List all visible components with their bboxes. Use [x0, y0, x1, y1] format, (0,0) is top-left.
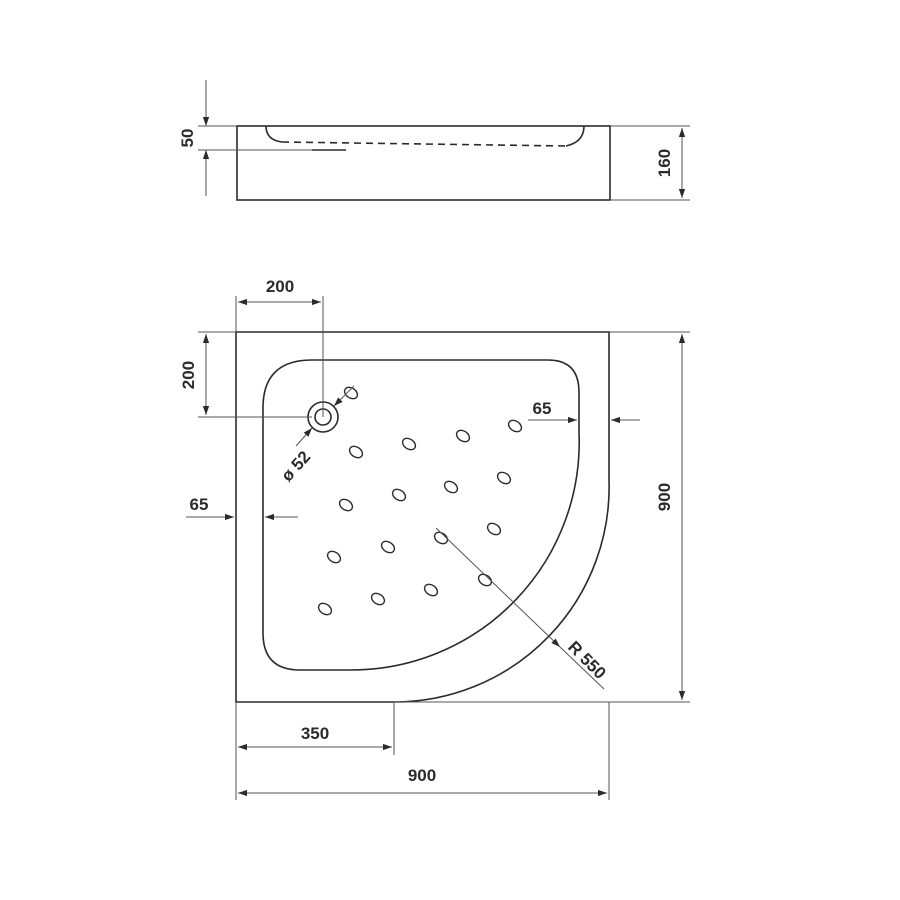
dimension-depth-50: 50: [178, 80, 312, 196]
anti-slip-dot: [486, 522, 502, 536]
drain-offset-x-label: 200: [266, 277, 294, 296]
basin-outline: [262, 359, 581, 671]
side-view-body: [236, 125, 611, 201]
drain-offset-y-label: 200: [179, 361, 198, 389]
dimension-drain-y: 200: [179, 331, 312, 418]
side-height-label: 160: [655, 149, 674, 177]
anti-slip-dot: [455, 429, 471, 443]
anti-slip-dot: [326, 550, 342, 564]
dimension-straight-edge: 350: [235, 702, 395, 755]
dimension-height-160: 160: [610, 125, 690, 201]
anti-slip-dot: [338, 498, 354, 512]
dimension-rim-left: 65: [186, 495, 298, 521]
anti-slip-dots: [317, 386, 523, 616]
dimension-radius: R 550: [435, 527, 610, 690]
anti-slip-dot: [496, 471, 512, 485]
side-view-basin-right: [565, 125, 585, 147]
anti-slip-dot: [401, 437, 417, 451]
anti-slip-dot: [348, 445, 364, 459]
dimension-width: 900: [235, 702, 610, 800]
dimension-drain-diameter: ø 52: [277, 385, 355, 485]
side-view-basin-left: [265, 125, 283, 143]
side-view-basin-floor: [281, 141, 567, 147]
anti-slip-dot: [443, 480, 459, 494]
radius-label: R 550: [564, 637, 610, 683]
anti-slip-dot: [433, 531, 449, 545]
dimension-rim-right: 65: [528, 399, 640, 424]
anti-slip-dot: [391, 488, 407, 502]
side-depth-label: 50: [178, 129, 197, 148]
rim-right-label: 65: [533, 399, 552, 418]
depth-label: 900: [655, 483, 674, 511]
anti-slip-dot: [477, 573, 493, 587]
rim-left-label: 65: [190, 495, 209, 514]
anti-slip-dot: [380, 540, 396, 554]
width-label: 900: [408, 766, 436, 785]
anti-slip-dot: [370, 592, 386, 606]
anti-slip-dot: [423, 583, 439, 597]
drain-diameter-label: ø 52: [277, 447, 314, 485]
anti-slip-dot: [317, 602, 333, 616]
dimension-depth: 900: [394, 331, 690, 703]
dimension-drain-x: 200: [235, 277, 324, 417]
top-view: 200 200 ø 52 65 65: [179, 277, 690, 800]
anti-slip-dot: [343, 386, 359, 400]
straight-edge-label: 350: [301, 724, 329, 743]
side-view: 50 160: [178, 80, 690, 201]
anti-slip-dot: [507, 419, 523, 433]
